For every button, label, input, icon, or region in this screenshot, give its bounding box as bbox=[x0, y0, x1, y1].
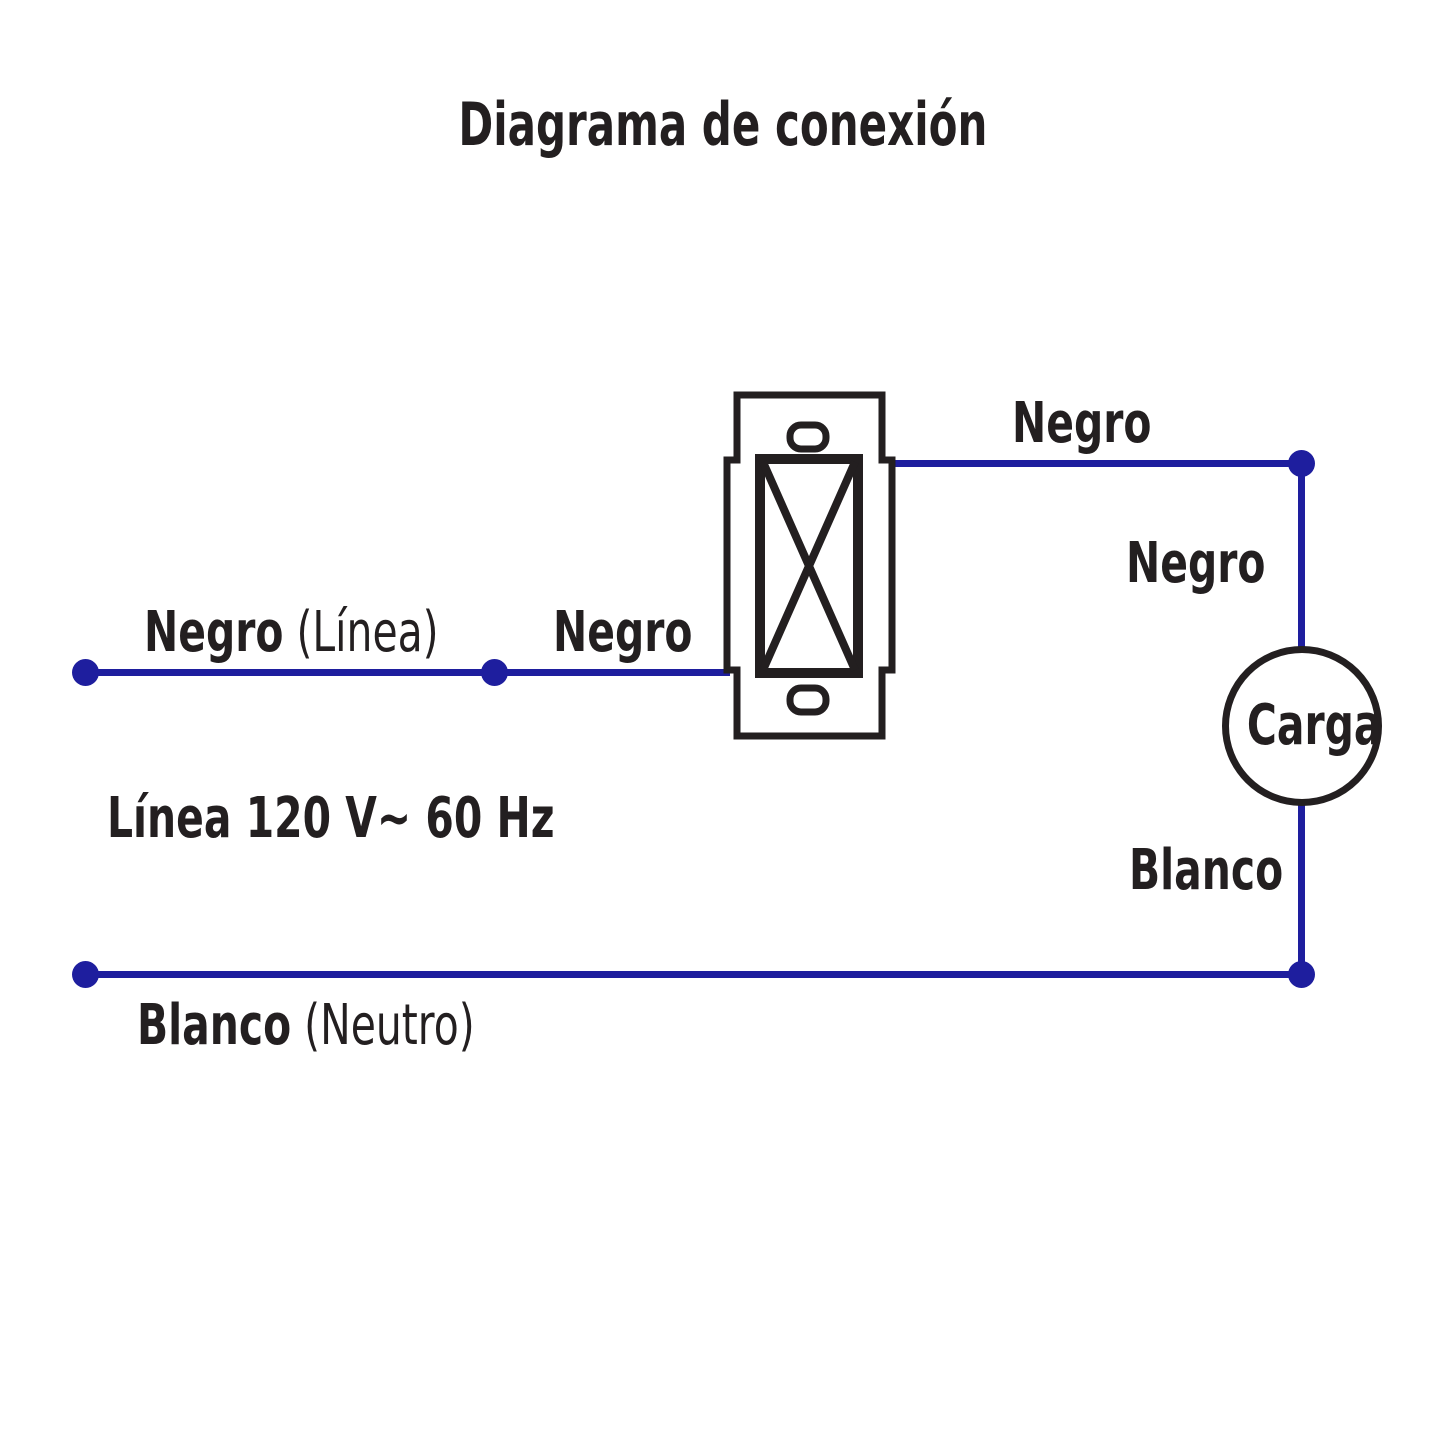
label-blanco-neutro: Blanco (Neutro) bbox=[137, 998, 600, 1054]
wire-load-bottom-vertical bbox=[1298, 800, 1305, 978]
junction-dot-top-right bbox=[1288, 450, 1315, 477]
page-title-text: Diagrama de conexión bbox=[457, 90, 988, 160]
junction-dot-neutral-left bbox=[72, 961, 99, 988]
label-negro-right: Negro bbox=[1126, 531, 1266, 596]
load-label: Carga bbox=[1222, 698, 1382, 754]
label-blanco-neutro-paren: (Neutro) bbox=[291, 993, 475, 1058]
load-label-text: Carga bbox=[1246, 693, 1382, 758]
page-title: Diagrama de conexión bbox=[0, 95, 1445, 155]
dimmer-switch-icon bbox=[723, 391, 896, 740]
wire-neutral-horizontal bbox=[85, 971, 1302, 978]
label-negro-linea: Negro (Línea) bbox=[144, 605, 548, 661]
label-negro-top: Negro bbox=[1012, 391, 1152, 456]
label-blanco-neutro-bold: Blanco bbox=[137, 993, 292, 1058]
junction-dot-line-middle bbox=[481, 659, 508, 686]
label-negro-linea-bold: Negro bbox=[144, 600, 284, 665]
label-negro-middle: Negro bbox=[553, 600, 693, 665]
wire-line-left-horizontal bbox=[85, 669, 730, 676]
junction-dot-line-left bbox=[72, 659, 99, 686]
label-negro-linea-paren: (Línea) bbox=[283, 600, 439, 665]
wire-load-top-vertical bbox=[1298, 460, 1305, 652]
junction-dot-neutral-right bbox=[1288, 961, 1315, 988]
label-blanco-right: Blanco bbox=[1129, 838, 1284, 903]
label-line-spec: Línea 120 V~ 60 Hz bbox=[107, 786, 555, 851]
load-circle bbox=[1222, 646, 1382, 806]
wire-switch-to-load-horizontal bbox=[878, 460, 1302, 467]
